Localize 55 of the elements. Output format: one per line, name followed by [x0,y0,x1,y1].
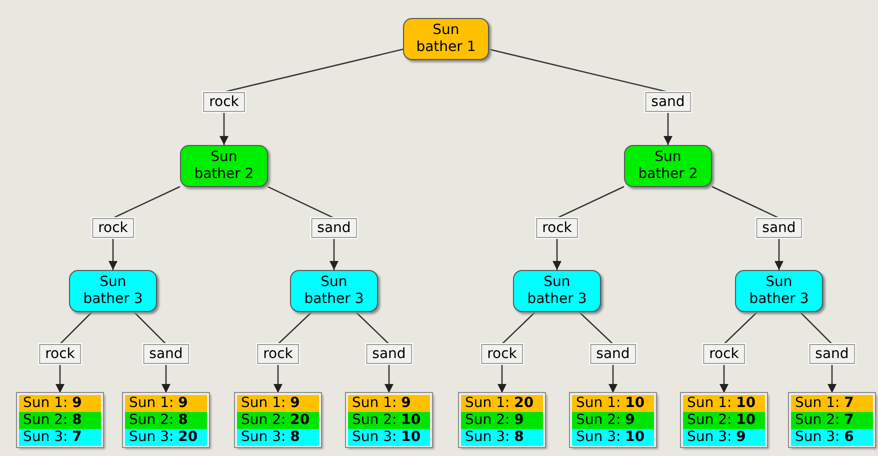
payoff-row: Sun 1: 20 [461,395,543,412]
decision-node: Sun bather 3 [513,270,601,312]
payoff-row: Sun 3: 7 [19,429,101,446]
payoff-row: Sun 3: 8 [237,429,319,446]
payoff-row: Sun 1: 9 [125,395,207,412]
edge-label: rock [481,344,523,364]
edge-label: rock [536,218,578,238]
payoff-table [235,393,321,447]
payoff-row: Sun 2: 8 [19,412,101,429]
payoff-row: Sun 3: 9 [683,429,765,446]
payoff-row: Sun 3: 6 [791,429,873,446]
arrow [488,48,672,145]
payoff-row: Sun 2: 20 [237,412,319,429]
payoff-row: Sun 3: 10 [572,429,654,446]
payoff-row: Sun 1: 7 [791,395,873,412]
payoff-row: Sun 2: 7 [791,412,873,429]
payoff-table [123,393,209,447]
payoff-row: Sun 2: 9 [572,412,654,429]
decision-node: Sun bather 2 [624,145,712,187]
payoff-row: Sun 2: 8 [125,412,207,429]
payoff-row: Sun 1: 9 [237,395,319,412]
edge-label: rock [92,218,134,238]
decision-node: Sun bather 3 [735,270,823,312]
edge-label: rock [39,344,81,364]
edge-label: sand [809,344,855,364]
payoff-table [17,393,103,447]
edge-label: sand [756,218,802,238]
decision-node: Sun bather 1 [403,18,489,60]
edge-label: rock [203,92,245,112]
payoff-row: Sun 1: 10 [572,395,654,412]
payoff-table [346,393,432,447]
decision-node: Sun bather 3 [69,270,157,312]
payoff-row: Sun 3: 8 [461,429,543,446]
payoff-table [681,393,767,447]
edge-label: sand [311,218,357,238]
edge-label: sand [366,344,412,364]
payoff-table [459,393,545,447]
payoff-row: Sun 2: 9 [461,412,543,429]
payoff-table [570,393,656,447]
payoff-row: Sun 2: 10 [348,412,430,429]
payoff-row: Sun 1: 10 [683,395,765,412]
edge-label: rock [703,344,745,364]
decision-node: Sun bather 2 [180,145,268,187]
payoff-table [789,393,875,447]
edge-label: sand [645,92,691,112]
edge-label: rock [257,344,299,364]
payoff-row: Sun 1: 9 [348,395,430,412]
edge-label: sand [143,344,189,364]
payoff-row: Sun 3: 20 [125,429,207,446]
arrow [220,48,404,145]
decision-node: Sun bather 3 [290,270,378,312]
edge-label: sand [590,344,636,364]
payoff-row: Sun 1: 9 [19,395,101,412]
payoff-row: Sun 2: 10 [683,412,765,429]
payoff-row: Sun 3: 10 [348,429,430,446]
